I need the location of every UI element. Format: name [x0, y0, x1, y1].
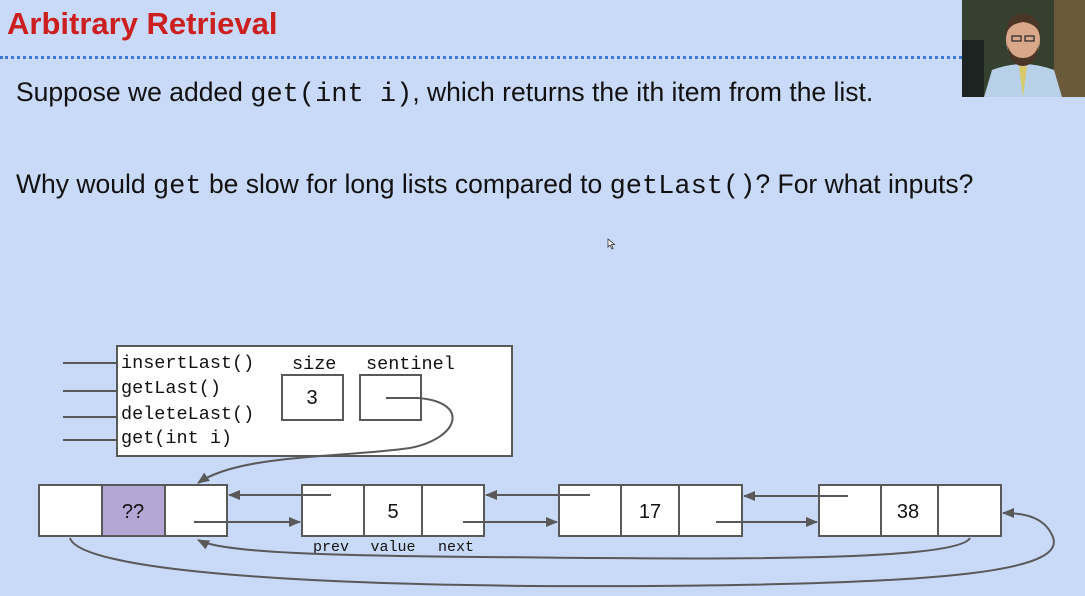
line1-text-before: Suppose we added — [16, 77, 251, 107]
method-insertlast: insertLast() — [121, 353, 254, 374]
field-label-next: next — [438, 539, 474, 556]
sentinel-node-prev — [38, 484, 103, 537]
mouse-cursor-icon — [607, 238, 616, 250]
line1-text-after: , which returns the ith item from the li… — [412, 77, 874, 107]
node-3-value-text: 38 — [897, 501, 919, 523]
slide-title: Arbitrary Retrieval — [7, 6, 278, 41]
method-pointer-lines — [63, 362, 117, 441]
node-3-next — [937, 484, 1002, 537]
presenter-webcam — [962, 0, 1085, 97]
next-pointers — [69, 508, 1055, 588]
method-deletelast: deleteLast() — [121, 404, 254, 425]
size-box — [281, 374, 344, 421]
node-2-value — [620, 484, 680, 537]
list-node-2: 17 — [558, 484, 743, 537]
sentinel-node-value — [101, 484, 166, 537]
sentinel-node: ?? — [38, 484, 228, 537]
line2-code-get: get — [152, 172, 202, 202]
method-get: get(int i) — [121, 428, 232, 449]
presenter-image — [962, 0, 1085, 97]
node-2-value-text: 17 — [639, 501, 661, 523]
node-2-prev — [558, 484, 622, 537]
line2-text-after: ? For what inputs? — [755, 169, 974, 199]
node-3-value — [880, 484, 939, 537]
node-1-value-text: 5 — [387, 501, 398, 523]
prev-pointers — [197, 490, 971, 560]
size-value: 3 — [306, 387, 317, 409]
sentinel-node-value-text: ?? — [122, 501, 144, 523]
node-1-next — [421, 484, 485, 537]
next-arrow-38-to-sentinel — [69, 508, 1055, 588]
field-label-value: value — [370, 539, 415, 556]
prev-arrow-sentinel-to-38 — [197, 537, 971, 560]
field-label-prev: prev — [313, 539, 349, 556]
line1-code: get(int i) — [250, 80, 413, 110]
sentinel-label: sentinel — [366, 354, 455, 375]
line2-text-before: Why would — [16, 169, 153, 199]
node-2-next — [678, 484, 743, 537]
question-line-2: Why would get be slow for long lists com… — [16, 169, 973, 202]
line2-code-getlast: getLast() — [609, 172, 756, 202]
method-getlast: getLast() — [121, 378, 221, 399]
sentinel-node-next — [164, 484, 228, 537]
title-divider — [0, 56, 962, 59]
size-label: size — [292, 354, 336, 375]
question-line-1: Suppose we added get(int i), which retur… — [16, 77, 873, 110]
sentinel-pointer-arrow — [197, 397, 454, 484]
node-3-prev — [818, 484, 882, 537]
node-1-value — [363, 484, 423, 537]
node-1-prev — [301, 484, 365, 537]
list-node-1: 5 prev value next — [301, 484, 485, 556]
line2-text-middle: be slow for long lists compared to — [201, 169, 610, 199]
list-node-3: 38 — [818, 484, 1002, 537]
